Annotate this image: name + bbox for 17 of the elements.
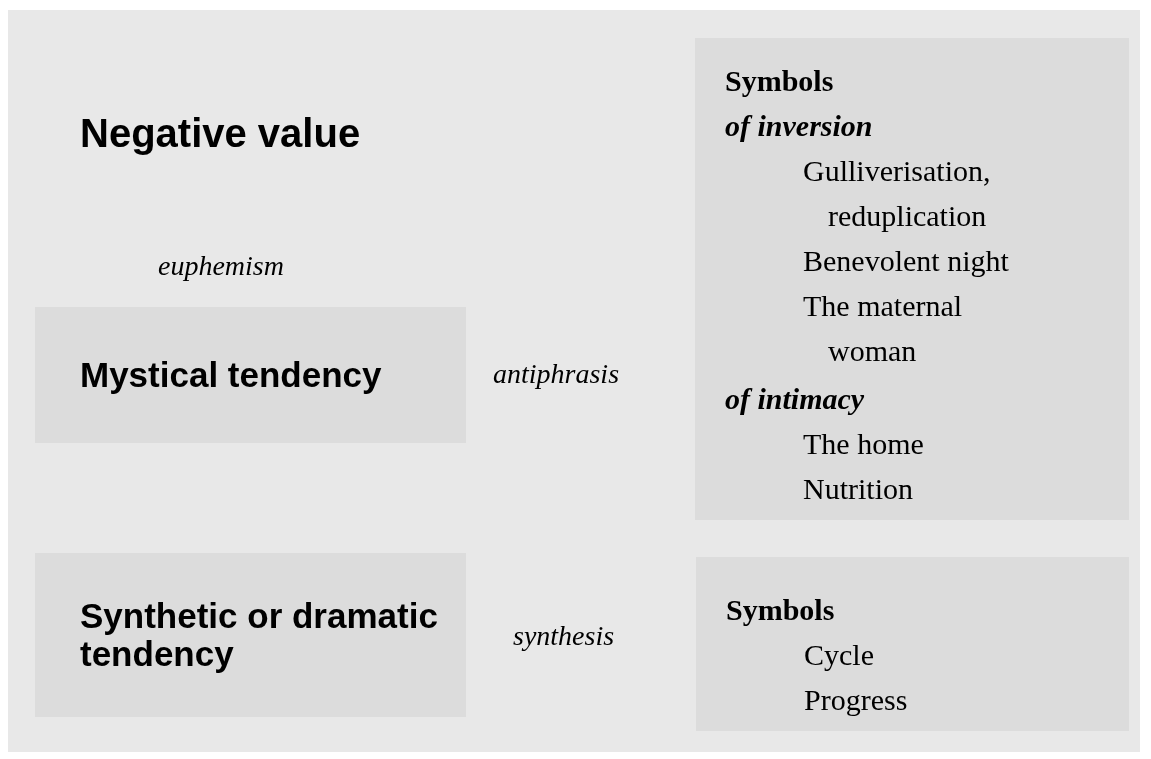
list-item: Nutrition — [803, 471, 914, 507]
list-item: Progress — [804, 682, 909, 718]
list-item: The home — [803, 426, 925, 462]
heading: Negative value — [80, 113, 361, 153]
list-item: Cycle — [804, 637, 875, 673]
list-item: Gulliverisation, reduplication — [803, 153, 992, 234]
box-subheading: of intimacy — [725, 381, 865, 417]
relation-label: euphemism — [158, 252, 284, 280]
list-item: The maternal woman — [803, 288, 964, 369]
list-item: Benevolent night — [803, 243, 1010, 279]
relation-label: antiphrasis — [493, 360, 620, 388]
box-heading: Symbols — [725, 63, 834, 99]
tendency-label: Synthetic or dramatic tendency — [80, 597, 439, 673]
tendency-label: Mystical tendency — [80, 356, 383, 394]
relation-label: synthesis — [513, 622, 615, 650]
box-heading: Symbols — [726, 592, 835, 628]
box-subheading: of inversion — [725, 108, 873, 144]
